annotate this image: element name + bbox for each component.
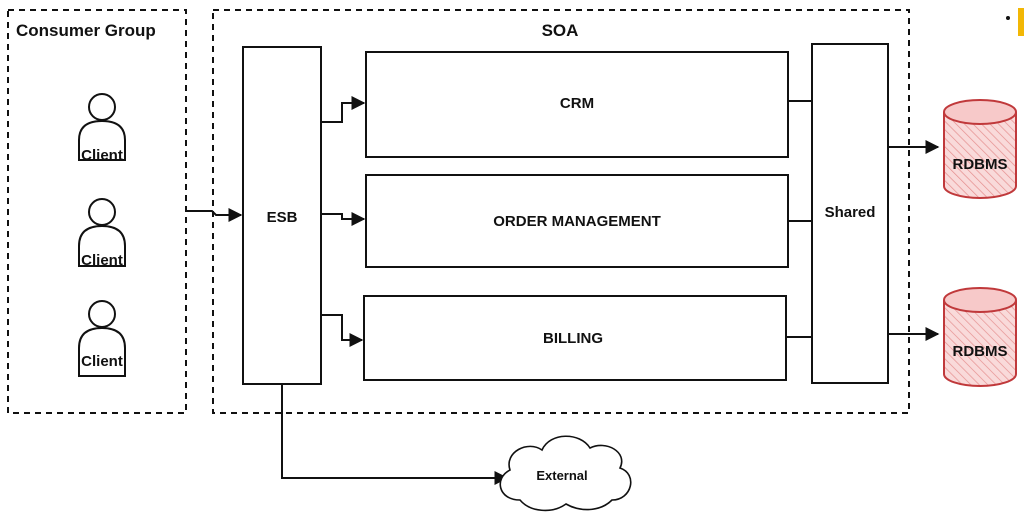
client-label: Client — [81, 147, 123, 164]
rdbms-cylinder-2: RDBMS — [943, 287, 1017, 387]
shared-box — [811, 43, 889, 384]
service-label-order-management: ORDER MANAGEMENT — [493, 213, 661, 230]
connector-consumer-to-esb — [186, 208, 243, 222]
consumer-group-title: Consumer Group — [16, 21, 156, 40]
shared-label: Shared — [825, 204, 876, 221]
service-box-billing — [363, 295, 787, 381]
client-body-icon — [78, 119, 126, 161]
client-head-icon — [88, 300, 116, 328]
service-label-crm: CRM — [560, 95, 594, 112]
database-top — [943, 99, 1017, 125]
client-actor-2: Client — [78, 198, 126, 269]
external-cloud: External — [499, 435, 632, 512]
connector-esb-to-billing — [321, 314, 364, 347]
client-body-icon — [78, 326, 126, 377]
service-box-crm — [365, 51, 789, 158]
rdbms-cylinder-1: RDBMS — [943, 99, 1017, 199]
rdbms-label: RDBMS — [953, 343, 1008, 360]
client-label: Client — [81, 252, 123, 269]
client-body-icon — [78, 224, 126, 267]
rdbms-label: RDBMS — [953, 156, 1008, 173]
client-head-icon — [88, 198, 116, 226]
external-label: External — [536, 468, 587, 483]
connector-esb-to-order-management — [321, 212, 366, 226]
client-actor-3: Client — [78, 300, 126, 377]
client-label: Client — [81, 353, 123, 370]
client-head-icon — [88, 93, 116, 121]
soa-title: SOA — [542, 21, 579, 40]
client-actor-1: Client — [78, 93, 126, 164]
connector-esb-to-external — [281, 384, 509, 485]
esb-label: ESB — [267, 209, 298, 226]
database-icon — [943, 112, 1017, 199]
database-top — [943, 287, 1017, 313]
accent-mark — [1018, 8, 1024, 36]
cloud-icon — [499, 435, 632, 512]
database-icon — [943, 300, 1017, 387]
connector-esb-to-crm — [321, 96, 366, 123]
bullet-dot — [1006, 16, 1010, 20]
service-label-billing: BILLING — [543, 330, 603, 347]
